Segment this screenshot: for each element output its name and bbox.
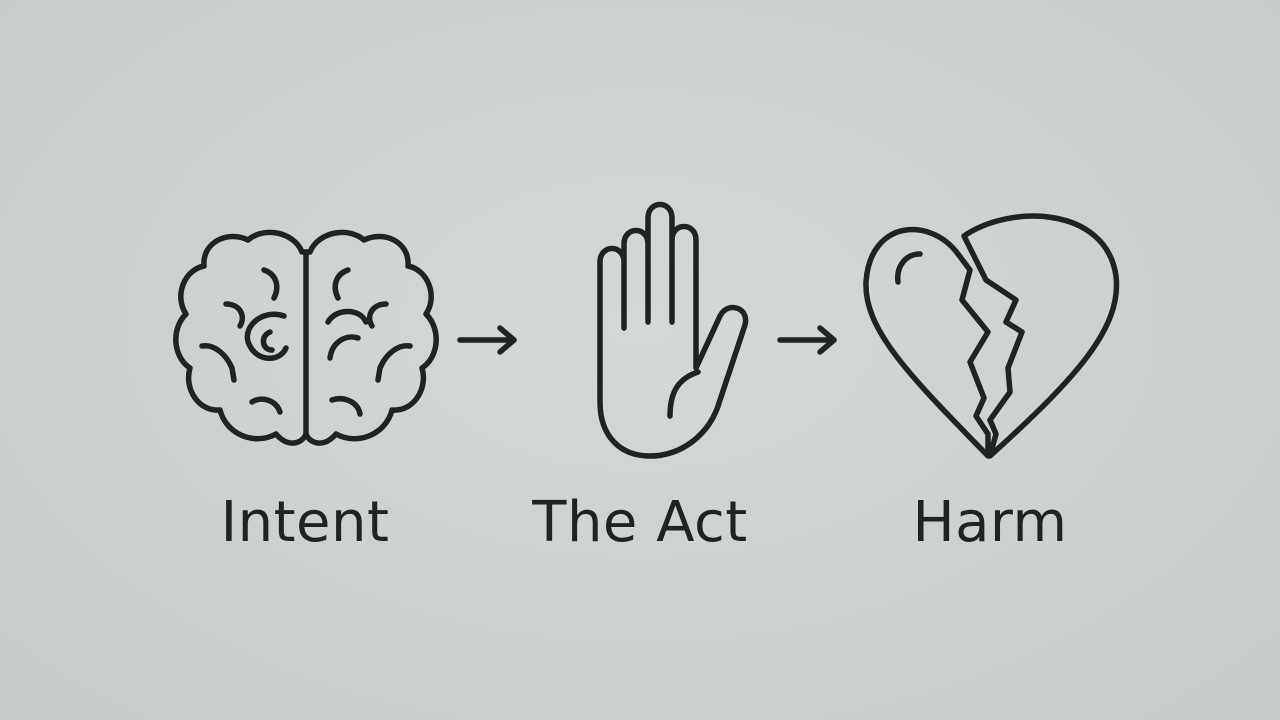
arrow-right-icon: [776, 322, 840, 358]
arrow-right-icon: [456, 322, 520, 358]
broken-heart-icon: [860, 210, 1124, 462]
hand-icon: [562, 201, 752, 464]
step-label-harm: Harm: [912, 490, 1068, 555]
brain-icon: [168, 212, 444, 460]
step-label-the-act: The Act: [532, 490, 748, 555]
step-label-intent: Intent: [220, 490, 390, 555]
